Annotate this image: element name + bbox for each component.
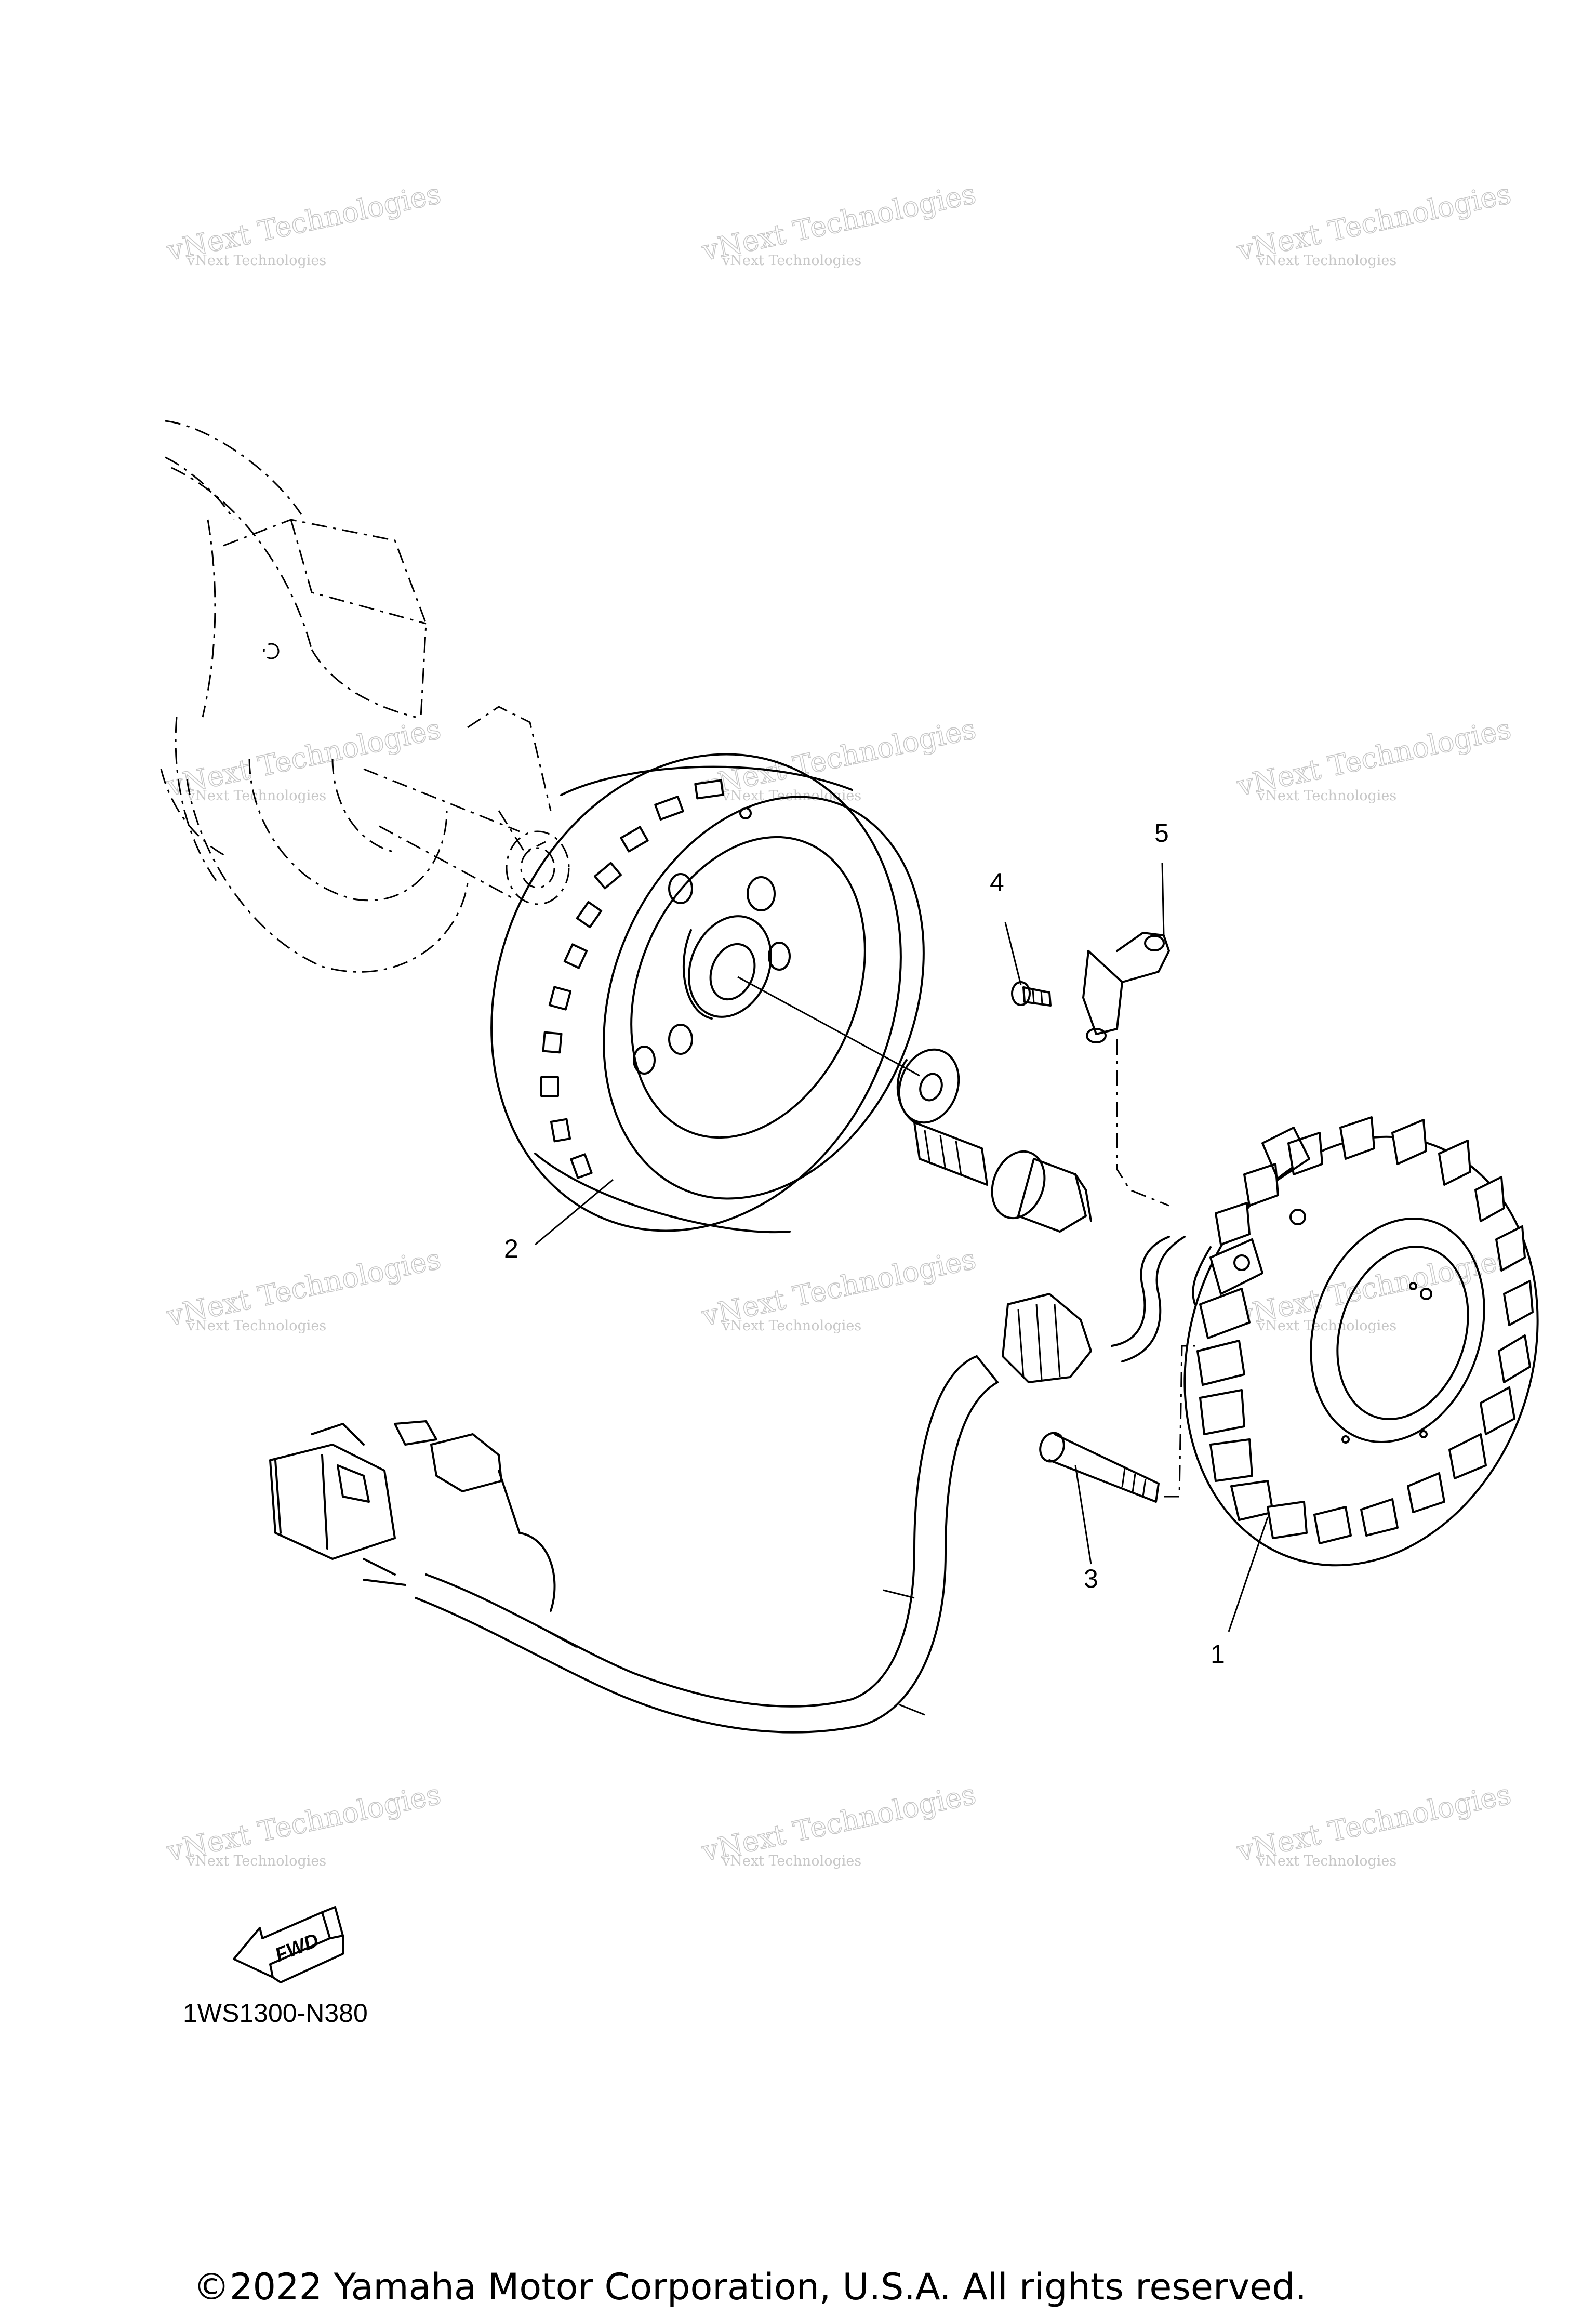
- callout-lead-clamp: 5: [1154, 818, 1169, 848]
- svg-text:vNext Technologies: vNext Technologies: [722, 788, 861, 804]
- watermark: vNext Technologies vNext Technologies: [163, 712, 444, 804]
- watermark: vNext Technologies vNext Technologies: [1233, 712, 1514, 804]
- watermark: vNext Technologies vNext Technologies: [163, 1777, 444, 1869]
- callout-clamp-screw: 4: [990, 868, 1004, 897]
- rotor-flywheel: [490, 753, 925, 1234]
- watermark: vNext Technologies vNext Technologies: [1233, 1777, 1514, 1869]
- stator-poles: [1196, 1116, 1534, 1544]
- callout-leaders: [535, 862, 1269, 1632]
- stator-lead-wire: [363, 1236, 1212, 1734]
- svg-text:vNext Technologies: vNext Technologies: [187, 1853, 326, 1869]
- svg-text:vNext Technologies: vNext Technologies: [1257, 1318, 1396, 1334]
- crankshaft-phantom: [160, 420, 570, 973]
- stator: [1183, 1116, 1539, 1567]
- small-coupler: [394, 1420, 521, 1534]
- copyright-notice: ©2022 Yamaha Motor Corporation, U.S.A. A…: [193, 2266, 1307, 2308]
- svg-text:vNext Technologies: vNext Technologies: [1257, 788, 1396, 804]
- svg-text:vNext Technologies: vNext Technologies: [187, 1318, 326, 1334]
- large-coupler: [269, 1423, 396, 1560]
- watermark: vNext Technologies vNext Technologies: [698, 1777, 979, 1869]
- lead-clamp: [1082, 932, 1170, 1207]
- watermark: vNext Technologies vNext Technologies: [1233, 177, 1514, 269]
- callout-stator: 1: [1211, 1639, 1225, 1669]
- svg-text:vNext Technologies: vNext Technologies: [187, 253, 326, 269]
- svg-text:vNext Technologies: vNext Technologies: [1257, 253, 1396, 269]
- diagram-code: 1WS1300-N380: [183, 1999, 368, 2028]
- svg-text:vNext Technologies: vNext Technologies: [722, 1318, 861, 1334]
- svg-text:vNext Technologies: vNext Technologies: [722, 1853, 861, 1869]
- washer: [896, 1048, 960, 1124]
- stator-bolt: [1039, 1345, 1195, 1503]
- watermark: vNext Technologies vNext Technologies: [698, 712, 979, 804]
- svg-text:vNext Technologies: vNext Technologies: [722, 253, 861, 269]
- clamp-screw: [1011, 981, 1052, 1007]
- rotor-trigger-tabs: [540, 779, 724, 1179]
- watermark: vNext Technologies vNext Technologies: [698, 1242, 979, 1334]
- rotor-bolt: [913, 1121, 1092, 1233]
- watermark: vNext Technologies vNext Technologies: [163, 177, 444, 269]
- callout-rotor: 2: [504, 1234, 518, 1263]
- svg-text:vNext Technologies: vNext Technologies: [1257, 1853, 1396, 1869]
- fwd-arrow-icon: FWD: [233, 1906, 344, 1983]
- callout-stator-bolt: 3: [1084, 1564, 1098, 1593]
- watermark: vNext Technologies vNext Technologies: [163, 1242, 444, 1334]
- watermark-group: vNext Technologies vNext Technologies vN…: [163, 177, 1514, 1869]
- watermark: vNext Technologies vNext Technologies: [698, 177, 979, 269]
